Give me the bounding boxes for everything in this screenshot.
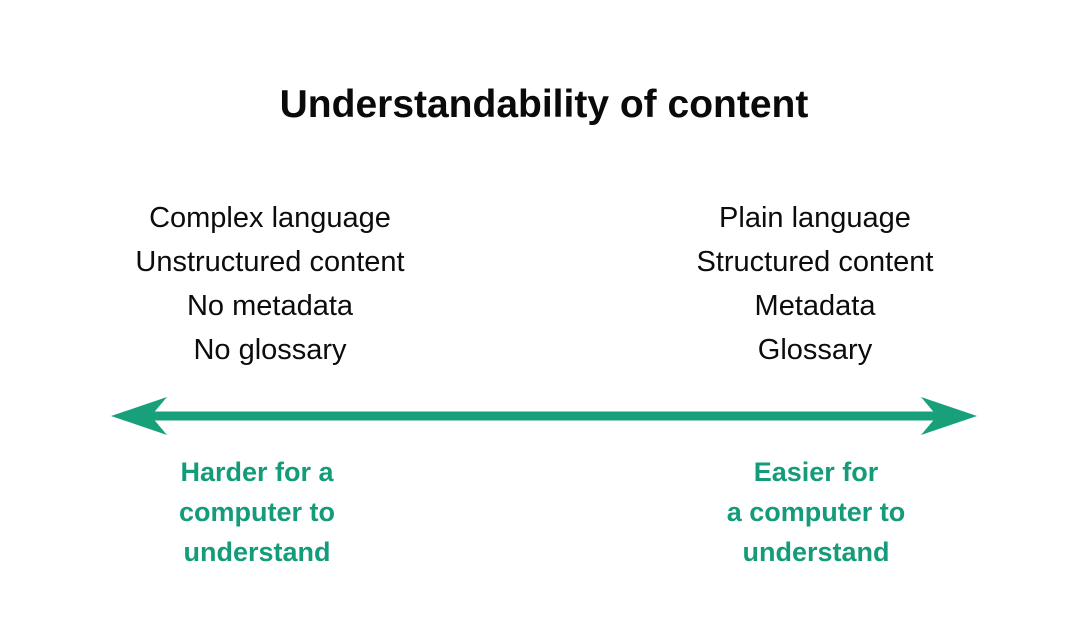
list-item: Unstructured content [135,246,405,278]
list-item: Metadata [754,290,876,322]
caption-harder: Harder for a computer to understand [178,457,335,567]
arrow-head-right [921,397,977,435]
list-item: Complex language [149,202,391,234]
list-item: No metadata [186,290,354,322]
list-item: Glossary [757,334,873,366]
double-arrow-svg [111,397,977,435]
arrow-head-left [111,397,167,435]
list-item: Plain language [719,202,911,234]
hard-attributes-list: Complex language Unstructured content No… [55,196,485,372]
list-item: Structured content [696,246,934,278]
easy-attributes-list: Plain language Structured content Metada… [600,196,1030,372]
caption-easier: Easier for a computer to understand [726,457,906,567]
double-arrow-icon [109,394,979,438]
list-item: No glossary [193,334,347,366]
diagram-title: Understandability of content [279,83,809,126]
